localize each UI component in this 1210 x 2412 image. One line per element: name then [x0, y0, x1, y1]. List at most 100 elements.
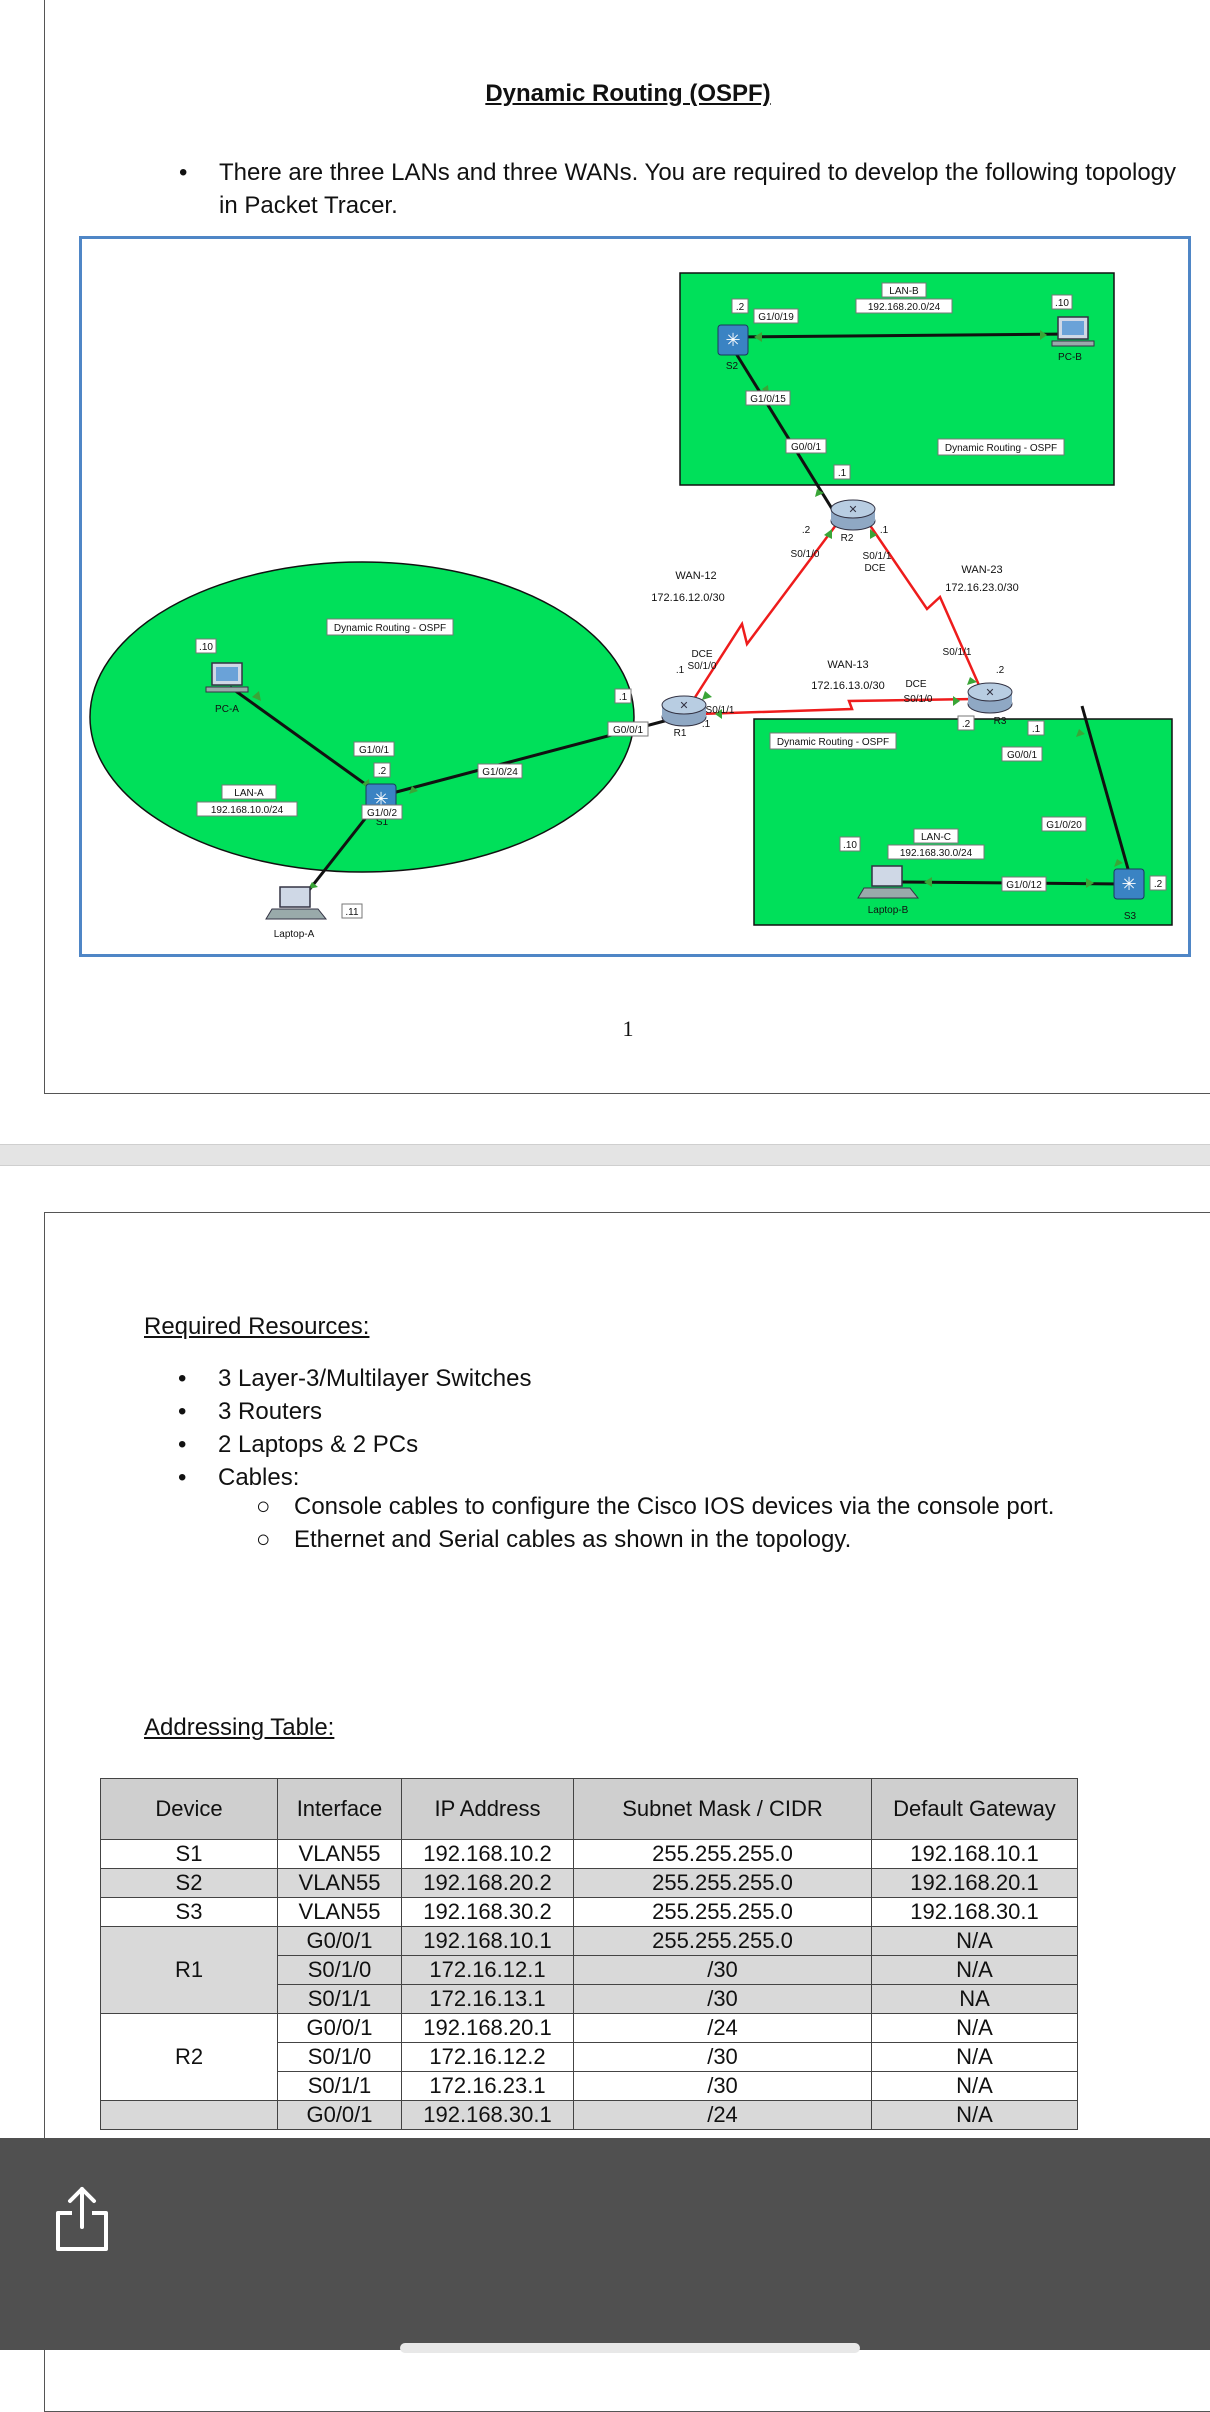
cell-mask: /24 — [573, 2013, 872, 2043]
cell-interface: S0/1/1 — [277, 2071, 402, 2101]
resources-list: •3 Layer-3/Multilayer Switches • 3 Router… — [178, 1362, 531, 1494]
circle-bullet-icon: ○ — [256, 1493, 271, 1520]
r3-g-host-id: .1 — [1032, 724, 1041, 735]
laptop-b-device[interactable] — [857, 865, 920, 899]
s1-g101-label: G1/0/1 — [359, 745, 389, 756]
home-indicator[interactable] — [400, 2343, 860, 2353]
wan-23-name: WAN-23 — [961, 564, 1002, 576]
bullet-icon: • — [179, 159, 188, 186]
cell-ip: 172.16.12.2 — [401, 2042, 574, 2072]
cell-mask: /30 — [573, 1984, 872, 2014]
table-row: S0/1/0 172.16.12.1 /30 N/A — [101, 1955, 1078, 1985]
link-s2-pcb — [731, 332, 1071, 339]
cell-gateway: 192.168.20.1 — [871, 1868, 1078, 1898]
pc-a-device[interactable] — [205, 662, 249, 693]
link-pca-s1 — [229, 685, 380, 796]
resource-text: Cables: — [218, 1464, 300, 1491]
pc-b-name: PC-B — [1058, 352, 1082, 363]
r1-s1-host-id: .1 — [702, 719, 711, 730]
col-ip: IP Address — [401, 1778, 574, 1840]
laptop-a-device[interactable] — [265, 886, 328, 920]
cell-interface: VLAN55 — [277, 1897, 402, 1927]
lan-a-name: LAN-A — [234, 788, 264, 799]
resource-item: •2 Laptops & 2 PCs — [178, 1428, 531, 1461]
pc-b-device[interactable] — [1051, 316, 1095, 347]
s1-g1024-label: G1/0/24 — [482, 767, 518, 778]
laptop-a-host-id: .11 — [345, 907, 359, 918]
cell-gateway: N/A — [871, 2100, 1078, 2130]
r2-s011-label: S0/1/1 — [863, 551, 892, 562]
cable-text: Console cables to configure the Cisco IO… — [294, 1493, 1055, 1520]
r1-s010-label: S0/1/0 — [688, 661, 717, 672]
s3-name: S3 — [1124, 911, 1137, 922]
cables-sublist: ○ Console cables to configure the Cisco I… — [256, 1490, 1055, 1556]
cell-gateway: N/A — [871, 2042, 1078, 2072]
svg-text:✳: ✳ — [373, 789, 388, 809]
cell-ip: 192.168.10.2 — [401, 1839, 574, 1869]
cell-interface: S0/1/0 — [277, 2042, 402, 2072]
r3-s1-host-id: .2 — [996, 665, 1005, 676]
col-gateway: Default Gateway — [871, 1778, 1078, 1840]
cell-device: S2 — [100, 1868, 278, 1898]
r2-name: R2 — [841, 533, 854, 544]
cell-device: R2 — [100, 2013, 278, 2101]
cell-gateway: N/A — [871, 1955, 1078, 1985]
laptop-a-name: Laptop-A — [274, 929, 315, 940]
link-r1-r3 — [698, 697, 976, 716]
s3-switch[interactable]: ✳ — [1113, 868, 1145, 900]
r1-router[interactable]: ✕ — [661, 695, 707, 727]
lan-a-subnet: 192.168.10.0/24 — [211, 805, 284, 816]
cable-text: Ethernet and Serial cables as shown in t… — [294, 1526, 852, 1553]
bullet-icon: • — [178, 1398, 187, 1425]
intro-item: •There are three LANs and three WANs. Yo… — [179, 156, 1179, 222]
s3-host-id: .2 — [1154, 879, 1163, 890]
col-device: Device — [100, 1778, 278, 1840]
cell-ip: 172.16.13.1 — [401, 1984, 574, 2014]
r3-router[interactable]: ✕ — [967, 682, 1013, 714]
svg-text:✕: ✕ — [679, 700, 688, 712]
table-row: R2 G0/0/1 192.168.20.1 /24 N/A — [100, 2013, 1078, 2101]
cell-mask: 255.255.255.0 — [573, 1926, 872, 1956]
serial-links — [690, 520, 984, 716]
pc-a-name: PC-A — [215, 704, 239, 715]
cell-ip: 192.168.20.2 — [401, 1868, 574, 1898]
cell-ip: 172.16.23.1 — [401, 2071, 574, 2101]
page-title: Dynamic Routing (OSPF) — [485, 80, 771, 107]
s2-g1015-label: G1/0/15 — [750, 394, 786, 405]
cell-device: R1 — [100, 1926, 278, 2014]
lan-a-routing-label: Dynamic Routing - OSPF — [334, 623, 446, 634]
wan-13-name: WAN-13 — [827, 659, 868, 671]
resource-text: 3 Routers — [218, 1398, 323, 1425]
cell-gateway: N/A — [871, 2071, 1078, 2101]
lan-b-name: LAN-B — [889, 286, 919, 297]
r2-g001-label: G0/0/1 — [791, 442, 821, 453]
r3-g001-label: G0/0/1 — [1007, 750, 1037, 761]
svg-text:✕: ✕ — [985, 687, 994, 699]
table-row: S1 VLAN55 192.168.10.2 255.255.255.0 192… — [100, 1839, 1078, 1869]
cell-interface: VLAN55 — [277, 1868, 402, 1898]
lan-c-area — [753, 718, 1173, 926]
cell-interface: VLAN55 — [277, 1839, 402, 1869]
r3-s010-label: S0/1/0 — [904, 694, 933, 705]
svg-text:✳: ✳ — [725, 330, 740, 350]
cell-mask: 255.255.255.0 — [573, 1868, 872, 1898]
cable-item: ○Ethernet and Serial cables as shown in … — [256, 1523, 1054, 1556]
s1-host-id: .2 — [378, 766, 387, 777]
cell-gateway: 192.168.30.1 — [871, 1897, 1078, 1927]
r2-router[interactable]: ✕ — [830, 499, 876, 531]
pc-a-host-id: .10 — [199, 642, 213, 653]
table-header-row: Device Interface IP Address Subnet Mask … — [100, 1778, 1078, 1840]
bullet-icon: • — [178, 1464, 187, 1491]
s2-g1019-label: G1/0/19 — [758, 312, 794, 323]
s1-g102-label: G1/0/2 — [367, 808, 397, 819]
laptop-b-name: Laptop-B — [868, 905, 909, 916]
lan-c-routing-label: Dynamic Routing - OSPF — [777, 737, 889, 748]
cell-device: S1 — [100, 1839, 278, 1869]
s2-switch[interactable]: ✳ — [717, 324, 749, 356]
laptop-b-host-id: .10 — [843, 840, 857, 851]
share-icon[interactable] — [52, 2183, 112, 2255]
table-row: S2 VLAN55 192.168.20.2 255.255.255.0 192… — [100, 1868, 1078, 1898]
resource-item: •3 Layer-3/Multilayer Switches — [178, 1362, 531, 1395]
table-row: S0/1/1 172.16.23.1 /30 N/A — [101, 2071, 1078, 2101]
topology-diagram: ✳ ✳ ✳ ✕ ✕ — [79, 236, 1191, 957]
